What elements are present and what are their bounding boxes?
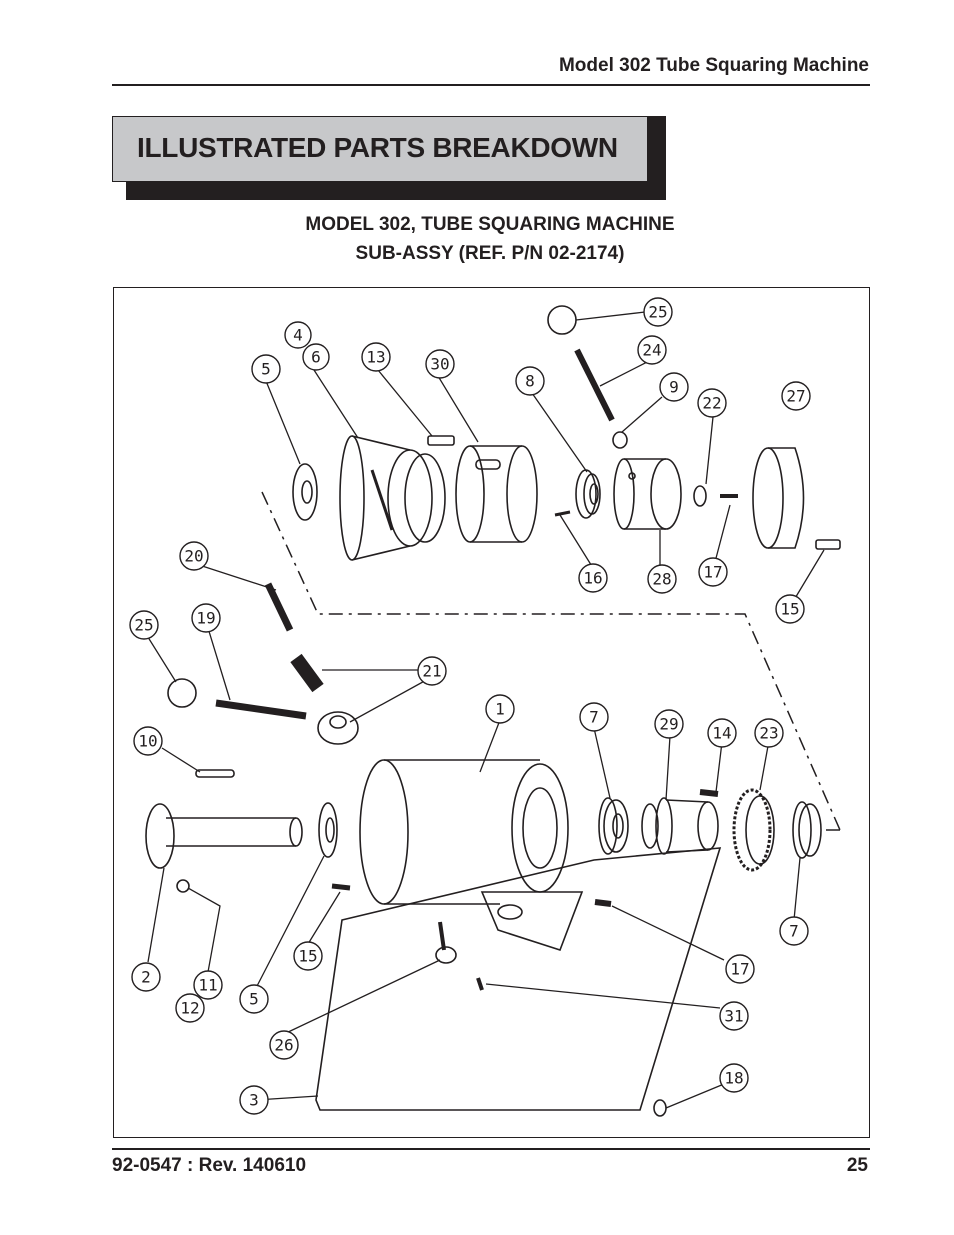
callout-9: 9 (669, 378, 679, 397)
diagram-title-line1: MODEL 302, TUBE SQUARING MACHINE (305, 214, 675, 235)
callout-4: 4 (293, 326, 303, 345)
footer-doc-number: 92-0547 : Rev. 140610 (112, 1155, 307, 1176)
callout-10: 10 (138, 732, 157, 751)
callout-15: 15 (780, 600, 799, 619)
part-9-setscrew (612, 431, 628, 449)
part-13-screw (427, 435, 455, 446)
part-29-hub (641, 797, 719, 855)
callout-17: 17 (730, 960, 749, 979)
part-11-12-screw (176, 879, 190, 893)
callout-3: 3 (249, 1091, 259, 1110)
part-2-shaft (145, 803, 303, 869)
part-15-upper-screw (815, 539, 841, 550)
page-header-title: Model 302 Tube Squaring Machine (558, 55, 869, 76)
callout-7: 7 (589, 708, 599, 727)
part-31-pin (476, 977, 484, 991)
part-5-lower-washer (318, 802, 338, 858)
part-6-flange-housing (339, 435, 446, 561)
callout-17: 17 (703, 563, 722, 582)
part-24-pin (574, 348, 615, 422)
diagram-frame (113, 287, 870, 1138)
part-7-bearing (598, 797, 629, 855)
assembly-centerlines (261, 491, 841, 831)
callout-31: 31 (724, 1007, 743, 1026)
leader-lines (145, 311, 825, 1109)
section-banner: ILLUSTRATED PARTS BREAKDOWN (112, 116, 648, 182)
diagram-title-line2: SUB-ASSY (REF. P/N 02-2174) (355, 243, 625, 264)
part-18-fitting (653, 1099, 667, 1117)
part-23-gear (732, 788, 775, 872)
callout-numbers: 4 6 5 13 30 8 25 24 9 22 27 16 28 17 15 … (134, 303, 805, 1110)
part-25-upper-ball (547, 305, 577, 335)
callout-27: 27 (786, 387, 805, 406)
callout-7: 7 (789, 922, 799, 941)
callout-6: 6 (311, 348, 321, 367)
part-10-key (195, 769, 235, 778)
section-banner-title: ILLUSTRATED PARTS BREAKDOWN (137, 132, 618, 163)
part-25-lower-ball (167, 678, 197, 708)
part-27-cover (752, 447, 805, 549)
callout-21: 21 (422, 662, 441, 681)
callout-16: 16 (583, 569, 602, 588)
callout-26: 26 (274, 1036, 293, 1055)
callout-20: 20 (184, 547, 203, 566)
callout-30: 30 (430, 355, 449, 374)
part-3-drive-belt (315, 847, 722, 1111)
part-21-bushings (290, 653, 359, 745)
part-17-lower-screw (594, 899, 612, 907)
callout-25: 25 (648, 303, 667, 322)
part-28-collar (613, 458, 682, 530)
footer-page-number: 25 (846, 1155, 868, 1176)
part-19-rod (215, 699, 307, 720)
part-5-upper-washer (292, 463, 318, 521)
part-20-bolt (264, 582, 294, 632)
callout-25: 25 (134, 616, 153, 635)
part-26-knob (435, 921, 457, 964)
callout-5: 5 (261, 360, 271, 379)
callout-19: 19 (196, 609, 215, 628)
callout-24: 24 (642, 341, 661, 360)
callout-circles (129, 297, 811, 1115)
callout-29: 29 (659, 715, 678, 734)
callout-8: 8 (525, 372, 535, 391)
header-rule (112, 84, 870, 86)
part-7-lower-bearing (792, 801, 822, 859)
callout-1: 1 (495, 700, 505, 719)
part-22-washer (693, 485, 707, 507)
footer-rule (112, 1148, 870, 1150)
callout-5: 5 (249, 990, 259, 1009)
callout-18: 18 (724, 1069, 743, 1088)
callout-15: 15 (298, 947, 317, 966)
part-1-main-housing (359, 759, 584, 951)
callout-13: 13 (366, 348, 385, 367)
part-14-screw (699, 789, 719, 797)
callout-28: 28 (652, 570, 671, 589)
callout-2: 2 (141, 968, 151, 987)
part-16-screw (554, 510, 571, 517)
callout-11: 11 (198, 976, 217, 995)
callout-23: 23 (759, 724, 778, 743)
callout-14: 14 (712, 724, 731, 743)
callout-12: 12 (180, 999, 199, 1018)
part-8-bearing (575, 469, 601, 519)
part-15-lower-screw (331, 883, 351, 891)
callout-22: 22 (702, 394, 721, 413)
part-30-sleeve (455, 445, 538, 543)
